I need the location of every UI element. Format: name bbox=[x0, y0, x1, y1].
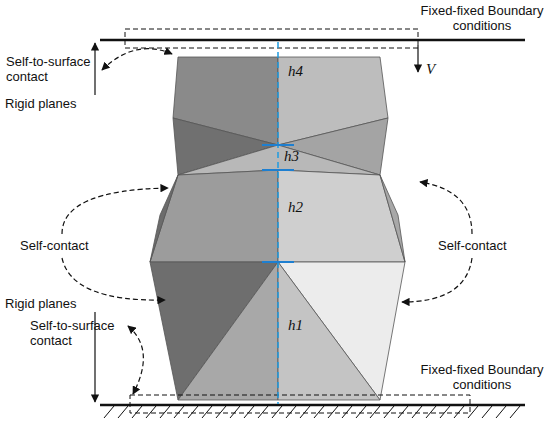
contact-callout bbox=[62, 49, 472, 394]
plane-label: Rigid planes bbox=[5, 296, 91, 311]
height-label: h3 bbox=[284, 149, 299, 164]
contact-label: Self-to-surface contact bbox=[6, 54, 106, 84]
height-axis bbox=[262, 42, 294, 404]
velocity-label: V bbox=[426, 62, 435, 77]
bottom-rigid-plane bbox=[100, 404, 525, 407]
boundary-label: Fixed-fixed Boundary conditions bbox=[420, 362, 544, 392]
contact-label: Self-contact bbox=[438, 238, 538, 253]
ground-hatching bbox=[104, 406, 520, 418]
height-label: h1 bbox=[288, 318, 303, 333]
boundary-box bbox=[125, 29, 418, 48]
contact-label: Self-to-surface contact bbox=[30, 318, 130, 348]
top-rigid-plane bbox=[100, 39, 525, 42]
boundary-label: Fixed-fixed Boundary conditions bbox=[420, 3, 544, 33]
contact-label: Self-contact bbox=[20, 238, 110, 253]
plane-label: Rigid planes bbox=[5, 96, 91, 111]
folded-structure bbox=[150, 57, 405, 400]
velocity-arrow bbox=[417, 45, 418, 72]
height-label: h4 bbox=[288, 64, 303, 79]
pointer-arrow bbox=[94, 43, 95, 95]
boundary-box bbox=[130, 395, 470, 413]
height-label: h2 bbox=[288, 200, 303, 215]
